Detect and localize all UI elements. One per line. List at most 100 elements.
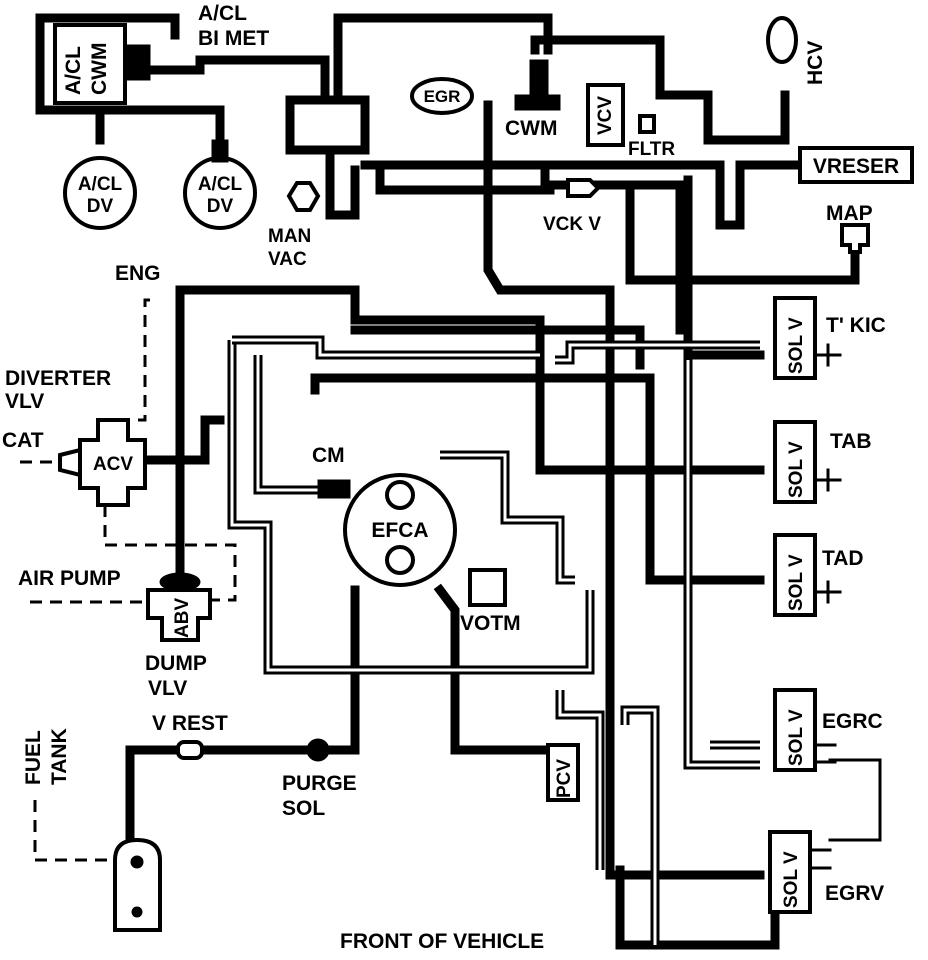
pcv-valve xyxy=(546,743,580,802)
dash-fuel-tank xyxy=(33,800,115,862)
label-tab: TAB xyxy=(830,430,872,453)
outline-hose-egr xyxy=(620,705,660,945)
label-vreser: VRESER xyxy=(813,155,899,178)
label-acl-cwm-1: A/CL xyxy=(62,46,85,95)
vacuum-hoses xyxy=(35,13,860,950)
label-egrv: EGRV xyxy=(825,882,884,905)
egr-valve xyxy=(410,77,474,115)
label-vck-v: VCK V xyxy=(543,214,601,235)
label-tad: TAD xyxy=(822,547,864,570)
acl-dv-right-port xyxy=(211,139,229,163)
label-fltr: FLTR xyxy=(628,139,675,160)
label-air-pump: AIR PUMP xyxy=(18,567,121,590)
efca-unit xyxy=(343,473,457,587)
v-rest-fitting xyxy=(176,740,204,760)
sol-v-egrc xyxy=(773,688,817,772)
outline-hose-b xyxy=(232,335,540,360)
dash-air-pump xyxy=(103,505,237,602)
hose-man-vac xyxy=(325,145,360,220)
acl-cwm-box xyxy=(53,23,127,105)
sol-v-tad xyxy=(773,533,817,617)
map-sensor xyxy=(840,223,870,254)
label-vcv: VCV xyxy=(595,96,616,135)
outline-hose-trunk xyxy=(683,360,760,770)
hose-vckv-lower xyxy=(375,160,555,195)
label-tank: TANK xyxy=(48,728,71,785)
label-acl-dv-left-2: DV xyxy=(87,196,114,217)
sol-v-egrv xyxy=(768,830,812,914)
label-egr: EGR xyxy=(424,87,461,106)
hose-vreser xyxy=(495,160,805,230)
hose-bimet xyxy=(145,55,330,105)
hose-eng-tab xyxy=(175,285,765,475)
label-cat: CAT xyxy=(2,429,44,452)
cwm-unit xyxy=(514,59,561,111)
label-t-kic: T' KIC xyxy=(826,314,886,337)
cm-fitting xyxy=(317,479,351,499)
label-sol-v-egrv: SOL V xyxy=(781,851,802,908)
efca-port-bottom xyxy=(385,545,415,575)
label-acl-cwm-2: CWM xyxy=(88,43,111,95)
votm-unit xyxy=(468,568,507,607)
label-acv: ACV xyxy=(93,454,133,475)
label-sol-v-tab: SOL V xyxy=(786,441,807,498)
label-purge-2: SOL xyxy=(282,797,325,820)
label-purge-1: PURGE xyxy=(282,772,357,795)
label-sol-v-tad: SOL V xyxy=(786,554,807,611)
label-efca: EFCA xyxy=(371,519,428,542)
hose-manifold-block xyxy=(285,95,370,155)
acv-valve xyxy=(78,418,147,507)
hose-top-trunk xyxy=(333,13,553,105)
outlined-hoses xyxy=(227,335,760,945)
label-cm: CM xyxy=(312,444,345,467)
fltr-unit xyxy=(638,114,656,134)
label-diverter-2: VLV xyxy=(5,390,44,413)
hose-map xyxy=(625,185,860,285)
abv-valve xyxy=(146,588,212,642)
label-diverter-1: DIVERTER xyxy=(5,367,111,390)
acl-dv-left xyxy=(63,156,137,230)
label-egrc: EGRC xyxy=(822,710,883,733)
vreser-box xyxy=(798,146,914,184)
acl-cwm-port xyxy=(124,44,151,81)
hose-acl-cwm-top xyxy=(35,13,180,40)
sol-v-tkic xyxy=(773,296,817,380)
hose-acl-cwm-loop xyxy=(35,13,225,155)
sol-v-tab xyxy=(773,420,817,504)
label-man-vac-2: VAC xyxy=(268,249,307,270)
label-fuel: FUEL xyxy=(22,730,45,785)
fuel-tank-canister xyxy=(113,837,162,932)
label-eng: ENG xyxy=(115,262,161,285)
label-map: MAP xyxy=(826,202,873,225)
abv-top xyxy=(159,572,201,592)
hose-acv-right xyxy=(145,415,225,465)
hose-pcv xyxy=(433,583,550,755)
hose-eng-tkic xyxy=(350,325,645,370)
purge-sol-valve xyxy=(306,738,330,762)
label-acl-dv-right-1: A/CL xyxy=(198,174,243,195)
label-v-rest: V REST xyxy=(152,712,228,735)
label-pcv: PCV xyxy=(554,759,575,798)
label-acl-bimet-2: BI MET xyxy=(198,27,269,50)
label-acl-dv-left-1: A/CL xyxy=(78,174,123,195)
label-votm: VOTM xyxy=(460,612,521,635)
hose-egrv-bottom xyxy=(615,865,780,950)
hose-cwm-vcv xyxy=(530,35,790,145)
label-dump-2: VLV xyxy=(148,677,187,700)
label-cwm: CWM xyxy=(505,117,557,140)
efca-port-top xyxy=(385,480,415,510)
man-vac-fitting xyxy=(286,181,321,212)
sol-v-connectors xyxy=(808,343,842,870)
diagram-title: FRONT OF VEHICLE xyxy=(340,930,544,953)
hose-egr-drop xyxy=(483,100,615,880)
label-dump-1: DUMP xyxy=(145,652,207,675)
dashed-lines xyxy=(20,298,237,862)
acv-cat-port xyxy=(58,447,82,478)
hcv-bulb xyxy=(766,16,798,64)
vck-v-valve xyxy=(566,178,601,198)
label-sol-v-tkic: SOL V xyxy=(786,317,807,374)
vcv-unit xyxy=(586,83,625,147)
label-man-vac-1: MAN xyxy=(268,226,311,247)
